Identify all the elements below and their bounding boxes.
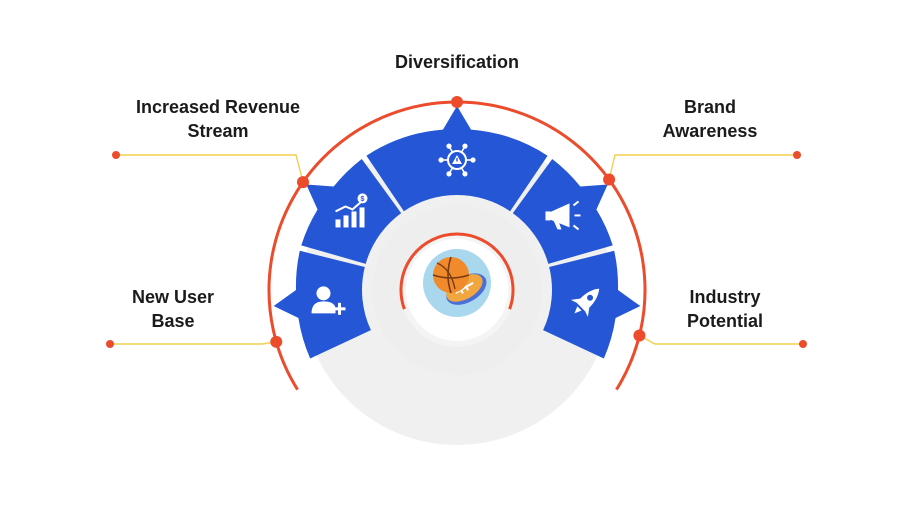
leader-end-dot [793,151,801,159]
leader-diversification [451,96,463,108]
segment-brand-awareness [512,158,613,264]
arc-dot [603,173,616,186]
leader-line [608,154,797,180]
leader-line [110,341,277,345]
arc-dot [451,96,463,108]
megaphone-icon [545,200,581,231]
leader-industry-potential [633,329,807,348]
label-diversification: Diversification [394,52,520,72]
svg-text:$: $ [361,196,365,203]
add-user-icon [311,286,346,315]
leader-end-dot [799,340,807,348]
rocket-icon [570,288,600,317]
arc-dot [296,176,309,189]
leader-end-dot [106,340,114,348]
sports-balls-icon [423,249,491,317]
network-warning-icon [438,143,476,177]
segment-increased-revenue-stream: $ [301,158,402,264]
revenue-growth-chart-icon: $ [335,193,368,228]
leader-lines-group [106,96,807,348]
arc-dot [270,335,283,348]
leader-new-user-base [106,335,283,348]
segment-new-user-base [273,250,371,359]
leader-line [639,334,803,345]
arc-dot [633,329,646,342]
leader-increased-revenue-stream [112,151,309,189]
leader-brand-awareness [603,151,801,186]
center-accent-arc [399,232,515,310]
segment-shape [301,158,402,264]
segment-diversification [366,106,548,212]
segments-group: $ [273,106,641,359]
leader-end-dot [112,151,120,159]
leader-line [116,154,304,183]
segment-industry-potential [543,250,641,359]
